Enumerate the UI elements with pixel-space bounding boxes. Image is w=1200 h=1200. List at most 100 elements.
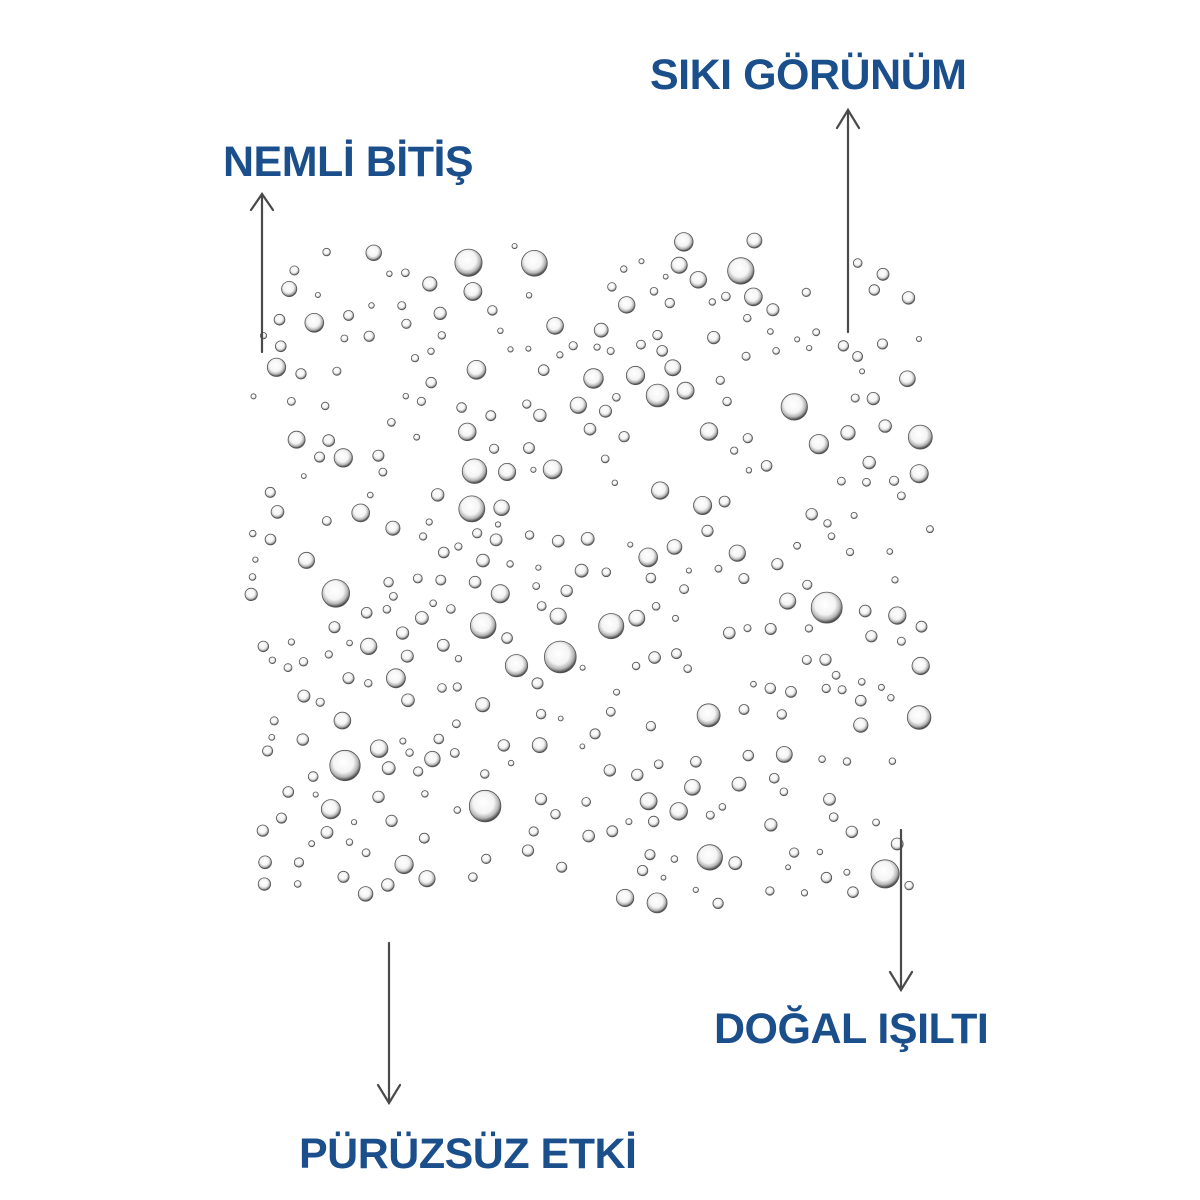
water-droplet (593, 343, 601, 351)
water-droplet (583, 368, 604, 389)
water-droplet (926, 525, 934, 534)
water-droplet (671, 648, 682, 660)
arrow-down-icon (376, 941, 402, 1106)
water-droplet (764, 818, 778, 832)
water-droplet (283, 663, 293, 673)
water-droplet (648, 815, 660, 828)
water-droplet (776, 709, 788, 720)
water-droplet (779, 592, 797, 610)
water-droplet (831, 670, 841, 680)
water-droplet (250, 393, 257, 400)
water-droplet (542, 459, 563, 480)
water-droplet (689, 271, 708, 289)
water-droplet (454, 248, 483, 277)
water-droplet (693, 495, 713, 515)
water-droplet (433, 733, 445, 745)
water-droplet (780, 393, 808, 421)
water-droplet (696, 703, 721, 728)
water-droplet (625, 818, 633, 826)
water-droplet (427, 347, 435, 355)
water-droplet (532, 582, 541, 590)
water-droplet (820, 871, 833, 884)
water-droplet (644, 849, 656, 861)
water-droplet (670, 256, 688, 274)
water-droplet (742, 433, 753, 444)
water-droplet (387, 418, 396, 427)
water-droplet (369, 739, 389, 758)
water-droplet (685, 567, 692, 574)
water-droplet (847, 886, 859, 898)
water-droplet (767, 328, 774, 335)
water-droplet (531, 737, 548, 754)
water-droplet (636, 339, 646, 350)
water-droplet (405, 748, 414, 757)
water-droplet (429, 599, 438, 608)
water-droplet (618, 296, 636, 314)
water-droplet (328, 621, 341, 634)
water-droplet (690, 755, 702, 768)
water-droplet (556, 351, 564, 359)
water-droplet (708, 298, 716, 306)
water-droplet (401, 268, 410, 278)
water-droplet (476, 553, 490, 568)
water-droplet (249, 529, 257, 538)
water-droplet (454, 542, 463, 551)
water-droplet (351, 503, 371, 523)
water-droplet (853, 717, 869, 733)
water-droplet (321, 579, 351, 608)
water-droplet (718, 803, 727, 811)
water-droplet (480, 769, 490, 779)
water-droplet (906, 705, 932, 730)
water-droplet (332, 366, 342, 376)
water-droplet (911, 656, 930, 676)
water-droplet (345, 838, 354, 846)
water-droplet (385, 520, 401, 536)
water-droplet (399, 737, 407, 745)
water-droplet (264, 486, 276, 498)
water-droplet (525, 292, 533, 299)
water-droplet (522, 399, 532, 409)
water-droplet (360, 606, 373, 619)
water-droplet (244, 587, 258, 602)
water-droplet (490, 584, 510, 604)
water-droplet (915, 620, 928, 633)
water-droplet (837, 476, 846, 486)
water-droplet (521, 844, 535, 857)
water-droplet (568, 341, 578, 351)
water-droplet (528, 826, 539, 837)
water-droplet (651, 481, 670, 500)
water-droplet (322, 247, 331, 257)
water-droplet (361, 848, 371, 858)
water-droplet (862, 455, 876, 470)
water-droplet (556, 861, 568, 873)
water-droplet (785, 864, 791, 871)
water-droplet (536, 601, 547, 611)
water-droplet (297, 689, 311, 703)
water-droplet (378, 467, 388, 477)
water-droplet (901, 291, 916, 305)
water-droplet (507, 759, 515, 767)
water-droplet (451, 719, 461, 729)
water-droplet (388, 592, 398, 601)
water-droplet (877, 683, 885, 691)
water-droplet (531, 677, 544, 690)
water-droplet (793, 541, 801, 550)
water-droplet (511, 243, 518, 250)
water-droplet (523, 442, 535, 455)
water-droplet (537, 364, 550, 377)
water-droplet (582, 829, 595, 843)
water-droplet (569, 396, 587, 414)
label-smooth-effect: PÜRÜZSÜZ ETKİ (299, 1130, 637, 1178)
water-droplet (382, 604, 392, 614)
water-droplet (800, 889, 809, 897)
water-droplet (669, 802, 688, 821)
water-droplet (535, 709, 547, 720)
water-droplet (850, 393, 860, 403)
water-droplet (550, 809, 561, 820)
water-droplet (843, 868, 851, 876)
water-droplet (257, 877, 271, 891)
water-droplet (852, 258, 863, 268)
water-droplet (296, 733, 310, 746)
water-droplet (672, 614, 680, 622)
water-droplet (298, 657, 309, 667)
